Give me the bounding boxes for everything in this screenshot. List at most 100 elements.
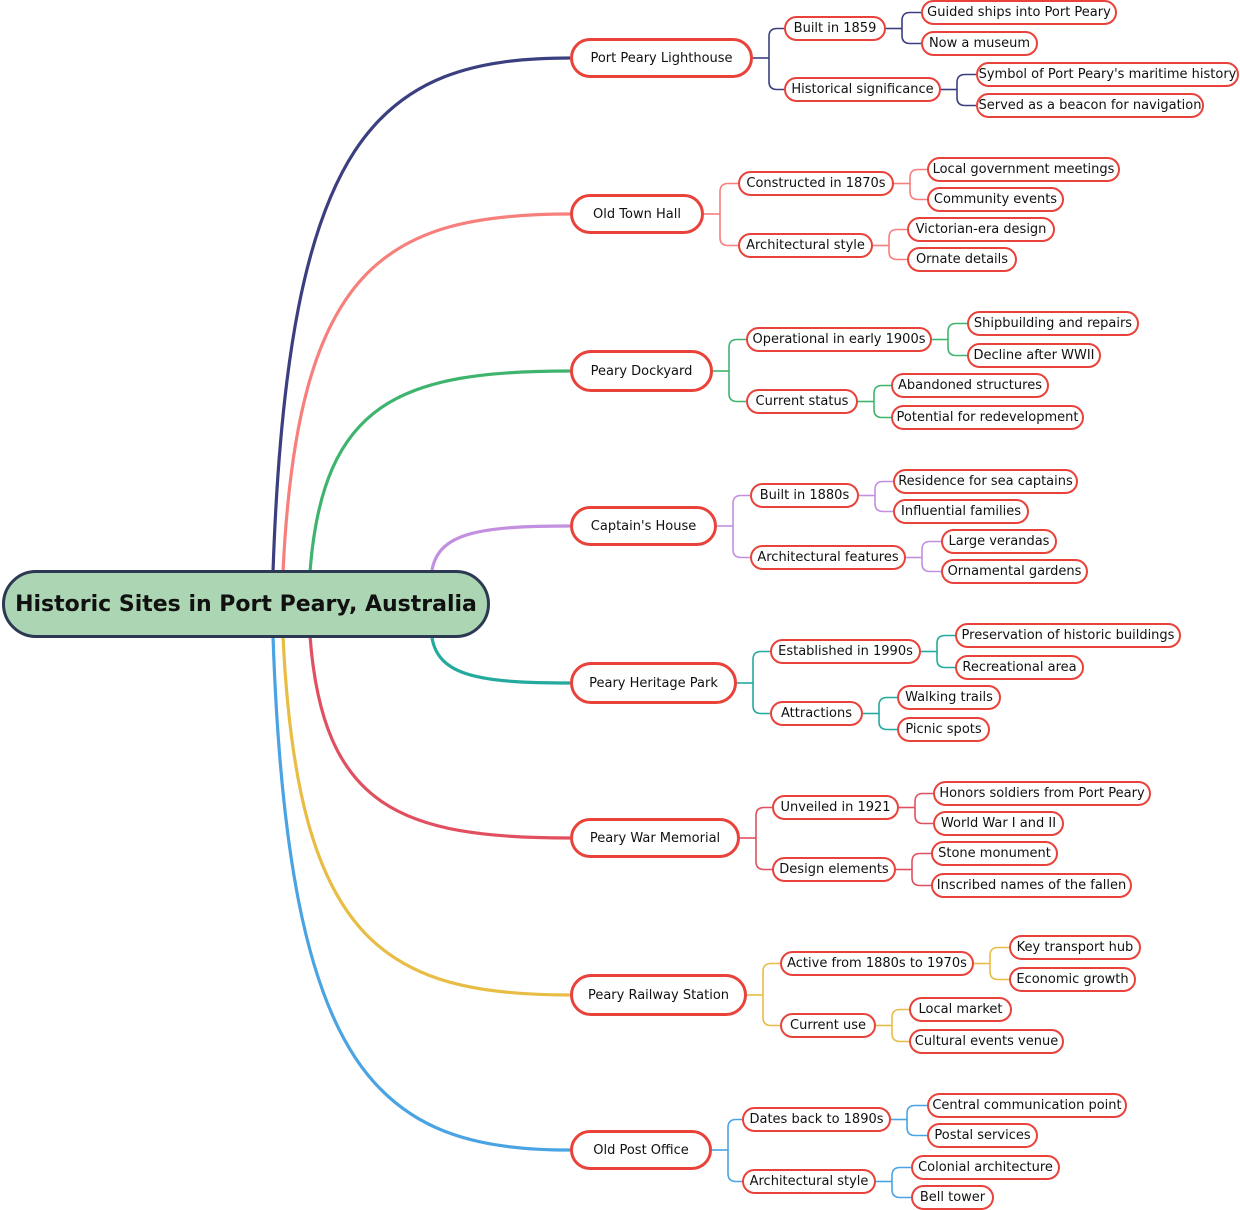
detail-item[interactable]: Symbol of Port Peary's maritime history <box>976 62 1239 87</box>
subtopic[interactable]: Operational in early 1900s <box>746 327 932 352</box>
detail-connector-link <box>891 1166 911 1182</box>
detail-item[interactable]: Preservation of historic buildings <box>955 623 1181 648</box>
detail-connector-link <box>911 869 931 887</box>
subtopic-connector-link <box>752 650 770 683</box>
topic-7[interactable]: Old Post Office <box>570 1130 712 1170</box>
detail-connector-link <box>878 696 897 714</box>
detail-connector-link <box>947 322 967 340</box>
branch-curve <box>430 637 571 685</box>
detail-connector-link <box>891 1181 911 1199</box>
detail-item[interactable]: Large verandas <box>941 529 1057 554</box>
detail-connector-link <box>874 480 893 496</box>
subtopic-connector-link <box>768 58 784 91</box>
detail-item[interactable]: Potential for redevelopment <box>891 405 1084 430</box>
subtopic[interactable]: Active from 1880s to 1970s <box>780 951 974 976</box>
topic-3[interactable]: Captain's House <box>570 506 717 546</box>
subtopic[interactable]: Architectural features <box>750 545 906 570</box>
subtopic[interactable]: Current status <box>746 389 858 414</box>
detail-item[interactable]: Postal services <box>927 1123 1038 1148</box>
detail-item[interactable]: Cultural events venue <box>909 1029 1064 1054</box>
detail-item[interactable]: Decline after WWII <box>967 343 1101 368</box>
detail-item[interactable]: Bell tower <box>911 1185 994 1210</box>
branch-curve <box>430 524 571 571</box>
detail-connector-link <box>901 11 921 29</box>
detail-connector-link <box>873 384 891 402</box>
detail-item[interactable]: Inscribed names of the fallen <box>931 873 1132 898</box>
detail-connector-link <box>906 1104 927 1120</box>
branch-curve <box>308 635 571 840</box>
detail-item[interactable]: Picnic spots <box>897 717 990 742</box>
detail-item[interactable]: Influential families <box>893 499 1029 524</box>
detail-connector-link <box>909 168 927 184</box>
detail-item[interactable]: World War I and II <box>933 811 1064 836</box>
detail-item[interactable]: Guided ships into Port Peary <box>921 0 1117 25</box>
subtopic-connector-link <box>762 962 780 995</box>
detail-item[interactable]: Stone monument <box>931 841 1058 866</box>
subtopic[interactable]: Dates back to 1890s <box>742 1107 891 1132</box>
detail-connector-link <box>888 228 907 246</box>
detail-connector-link <box>956 89 976 107</box>
detail-item[interactable]: Key transport hub <box>1009 935 1141 960</box>
topic-1[interactable]: Old Town Hall <box>570 194 704 234</box>
detail-item[interactable]: Economic growth <box>1009 967 1136 992</box>
detail-item[interactable]: Victorian-era design <box>907 217 1055 242</box>
subtopic-connector-link <box>755 806 772 838</box>
subtopic[interactable]: Architectural style <box>742 1169 876 1194</box>
detail-connector-link <box>909 183 927 201</box>
subtopic-connector-link <box>762 995 780 1027</box>
branch-curve <box>271 635 571 1152</box>
subtopic[interactable]: Historical significance <box>784 77 941 102</box>
detail-connector-link <box>921 557 941 573</box>
subtopic-connector-link <box>732 526 750 559</box>
subtopic[interactable]: Design elements <box>772 857 896 882</box>
detail-item[interactable]: Residence for sea captains <box>893 469 1078 494</box>
branch-curve <box>281 635 571 997</box>
detail-item[interactable]: Ornate details <box>907 247 1017 272</box>
detail-item[interactable]: Community events <box>927 187 1064 212</box>
subtopic-connector-link <box>732 494 750 526</box>
detail-connector-link <box>914 792 933 808</box>
detail-connector-link <box>906 1119 927 1137</box>
subtopic-connector-link <box>752 683 770 715</box>
detail-item[interactable]: Walking trails <box>897 685 1001 710</box>
subtopic-connector-link <box>755 838 772 871</box>
subtopic[interactable]: Current use <box>780 1013 876 1038</box>
subtopic[interactable]: Constructed in 1870s <box>738 171 894 196</box>
topic-6[interactable]: Peary Railway Station <box>570 974 747 1016</box>
root-topic[interactable]: Historic Sites in Port Peary, Australia <box>2 570 490 638</box>
detail-item[interactable]: Local government meetings <box>927 157 1120 182</box>
detail-connector-link <box>891 1008 909 1026</box>
subtopic-connector-link <box>727 1150 742 1183</box>
detail-connector-link <box>936 651 955 669</box>
topic-2[interactable]: Peary Dockyard <box>570 350 713 392</box>
detail-item[interactable]: Now a museum <box>921 31 1038 56</box>
subtopic[interactable]: Established in 1990s <box>770 639 921 664</box>
subtopic[interactable]: Architectural style <box>738 233 873 258</box>
detail-item[interactable]: Local market <box>909 997 1012 1022</box>
subtopic[interactable]: Built in 1859 <box>784 16 886 41</box>
subtopic-connector-link <box>768 27 784 58</box>
detail-connector-link <box>936 634 955 652</box>
detail-item[interactable]: Shipbuilding and repairs <box>967 311 1139 336</box>
topic-4[interactable]: Peary Heritage Park <box>570 662 737 704</box>
subtopic-connector-link <box>728 371 746 403</box>
subtopic-connector-link <box>727 1118 742 1150</box>
detail-item[interactable]: Ornamental gardens <box>941 559 1088 584</box>
subtopic[interactable]: Attractions <box>770 701 863 726</box>
subtopic[interactable]: Unveiled in 1921 <box>772 795 899 820</box>
detail-item[interactable]: Abandoned structures <box>891 373 1049 398</box>
detail-connector-link <box>921 540 941 558</box>
detail-connector-link <box>874 495 893 513</box>
topic-0[interactable]: Port Peary Lighthouse <box>570 38 753 78</box>
detail-connector-link <box>956 73 976 90</box>
detail-item[interactable]: Colonial architecture <box>911 1155 1060 1180</box>
subtopic[interactable]: Built in 1880s <box>750 483 859 508</box>
detail-item[interactable]: Recreational area <box>955 655 1084 680</box>
detail-item[interactable]: Served as a beacon for navigation <box>976 93 1204 118</box>
detail-item[interactable]: Honors soldiers from Port Peary <box>933 781 1151 806</box>
detail-connector-link <box>989 946 1009 964</box>
detail-item[interactable]: Central communication point <box>927 1093 1127 1118</box>
detail-connector-link <box>891 1025 909 1043</box>
topic-5[interactable]: Peary War Memorial <box>570 818 740 858</box>
